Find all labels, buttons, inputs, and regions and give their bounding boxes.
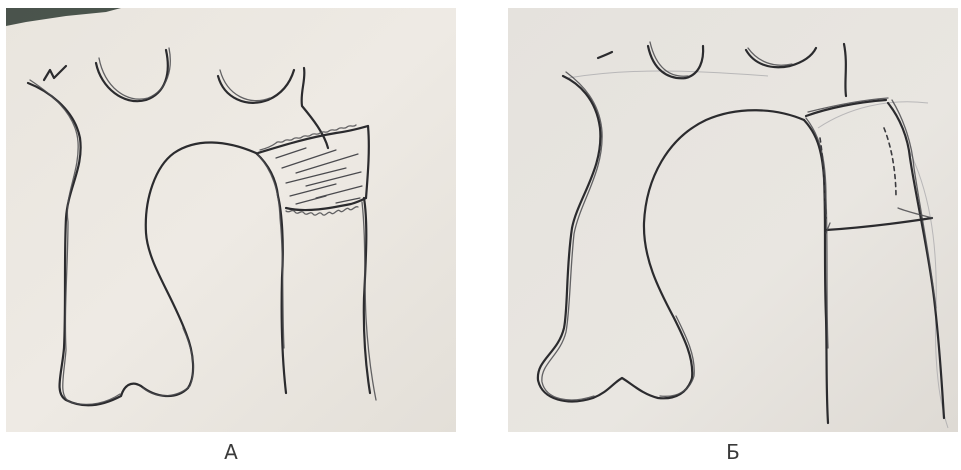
sketch-a-drawing [6,8,456,432]
caption-b: Б [508,440,958,464]
sketch-panel-a [6,8,456,432]
sketch-b-drawing [508,8,958,432]
caption-a: А [6,440,456,464]
paper-background [508,8,958,432]
paper-background [6,8,456,432]
sketch-panel-b [508,8,958,432]
